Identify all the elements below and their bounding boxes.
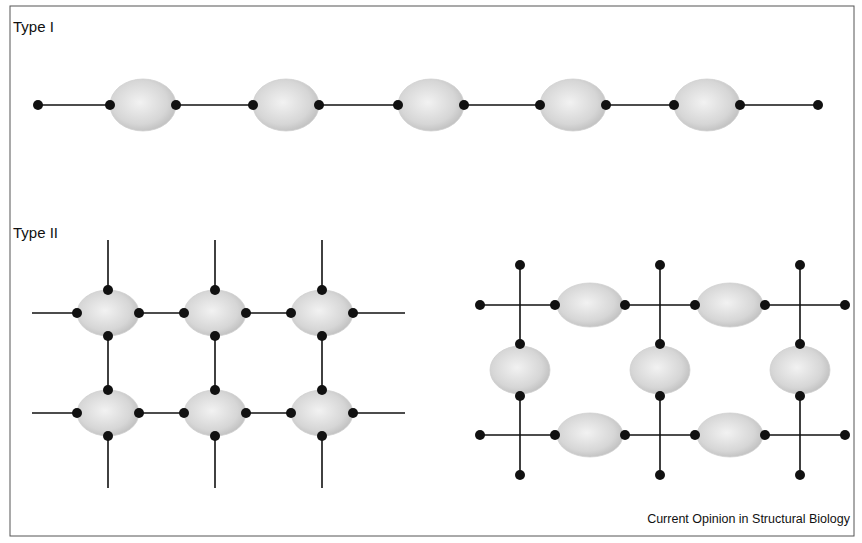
binding-site-dot bbox=[241, 308, 251, 318]
binding-site-dot bbox=[171, 100, 181, 110]
binding-site-dot bbox=[840, 300, 850, 310]
binding-site-dot bbox=[795, 391, 805, 401]
binding-site-dot bbox=[550, 300, 560, 310]
binding-site-dot bbox=[669, 100, 679, 110]
binding-site-dot bbox=[248, 100, 258, 110]
binding-site-dot bbox=[105, 100, 115, 110]
binding-site-dot bbox=[210, 285, 220, 295]
binding-site-dot bbox=[103, 331, 113, 341]
binding-site-dot bbox=[515, 391, 525, 401]
binding-site-dot bbox=[735, 100, 745, 110]
molecule-oval bbox=[291, 390, 353, 436]
linker-line bbox=[480, 304, 845, 306]
binding-site-dot bbox=[210, 385, 220, 395]
binding-site-dot bbox=[179, 408, 189, 418]
binding-site-dot bbox=[210, 331, 220, 341]
binding-site-dot bbox=[103, 285, 113, 295]
binding-site-dot bbox=[760, 300, 770, 310]
binding-site-dot bbox=[134, 308, 144, 318]
binding-site-dot bbox=[33, 100, 43, 110]
binding-site-dot bbox=[601, 100, 611, 110]
binding-site-dot bbox=[317, 431, 327, 441]
binding-site-dot bbox=[317, 331, 327, 341]
binding-site-dot bbox=[286, 308, 296, 318]
binding-site-dot bbox=[515, 260, 525, 270]
binding-site-dot bbox=[314, 100, 324, 110]
binding-site-dot bbox=[241, 408, 251, 418]
molecule-oval bbox=[184, 290, 246, 336]
binding-site-dot bbox=[690, 430, 700, 440]
molecule-oval bbox=[77, 390, 139, 436]
molecule-oval bbox=[697, 283, 763, 327]
section-heading: Type II bbox=[13, 224, 58, 242]
molecule-oval bbox=[77, 290, 139, 336]
binding-site-dot bbox=[475, 300, 485, 310]
binding-site-dot bbox=[393, 100, 403, 110]
molecule-oval bbox=[697, 413, 763, 457]
section-heading: Type I bbox=[13, 18, 54, 36]
binding-site-dot bbox=[655, 339, 665, 349]
binding-site-dot bbox=[103, 385, 113, 395]
binding-site-dot bbox=[690, 300, 700, 310]
binding-site-dot bbox=[475, 430, 485, 440]
binding-site-dot bbox=[134, 408, 144, 418]
molecule-oval bbox=[490, 346, 550, 394]
molecule-oval bbox=[630, 346, 690, 394]
binding-site-dot bbox=[210, 431, 220, 441]
binding-site-dot bbox=[620, 430, 630, 440]
binding-site-dot bbox=[655, 391, 665, 401]
linker-line bbox=[480, 434, 845, 436]
binding-site-dot bbox=[760, 430, 770, 440]
binding-site-dot bbox=[535, 100, 545, 110]
binding-site-dot bbox=[813, 100, 823, 110]
molecule-oval bbox=[674, 79, 740, 131]
binding-site-dot bbox=[795, 339, 805, 349]
molecule-oval bbox=[557, 413, 623, 457]
binding-site-dot bbox=[459, 100, 469, 110]
binding-site-dot bbox=[655, 470, 665, 480]
binding-site-dot bbox=[550, 430, 560, 440]
journal-credit: Current Opinion in Structural Biology bbox=[647, 512, 850, 527]
binding-site-dot bbox=[840, 430, 850, 440]
frame bbox=[10, 6, 854, 536]
linker-line bbox=[214, 240, 216, 488]
binding-site-dot bbox=[655, 260, 665, 270]
binding-site-dot bbox=[286, 408, 296, 418]
binding-site-dot bbox=[72, 308, 82, 318]
binding-site-dot bbox=[103, 431, 113, 441]
binding-site-dot bbox=[795, 470, 805, 480]
binding-site-dot bbox=[795, 260, 805, 270]
binding-site-dot bbox=[348, 408, 358, 418]
molecule-oval bbox=[770, 346, 830, 394]
binding-site-dot bbox=[515, 339, 525, 349]
binding-site-dot bbox=[72, 408, 82, 418]
molecule-oval bbox=[110, 79, 176, 131]
molecule-oval bbox=[557, 283, 623, 327]
molecule-oval bbox=[291, 290, 353, 336]
molecule-oval bbox=[253, 79, 319, 131]
binding-site-dot bbox=[317, 285, 327, 295]
linker-line bbox=[321, 240, 323, 488]
binding-site-dot bbox=[515, 470, 525, 480]
molecule-oval bbox=[540, 79, 606, 131]
molecule-oval bbox=[184, 390, 246, 436]
binding-site-dot bbox=[317, 385, 327, 395]
binding-site-dot bbox=[348, 308, 358, 318]
binding-site-dot bbox=[620, 300, 630, 310]
molecule-oval bbox=[398, 79, 464, 131]
linker-line bbox=[107, 240, 109, 488]
binding-site-dot bbox=[179, 308, 189, 318]
